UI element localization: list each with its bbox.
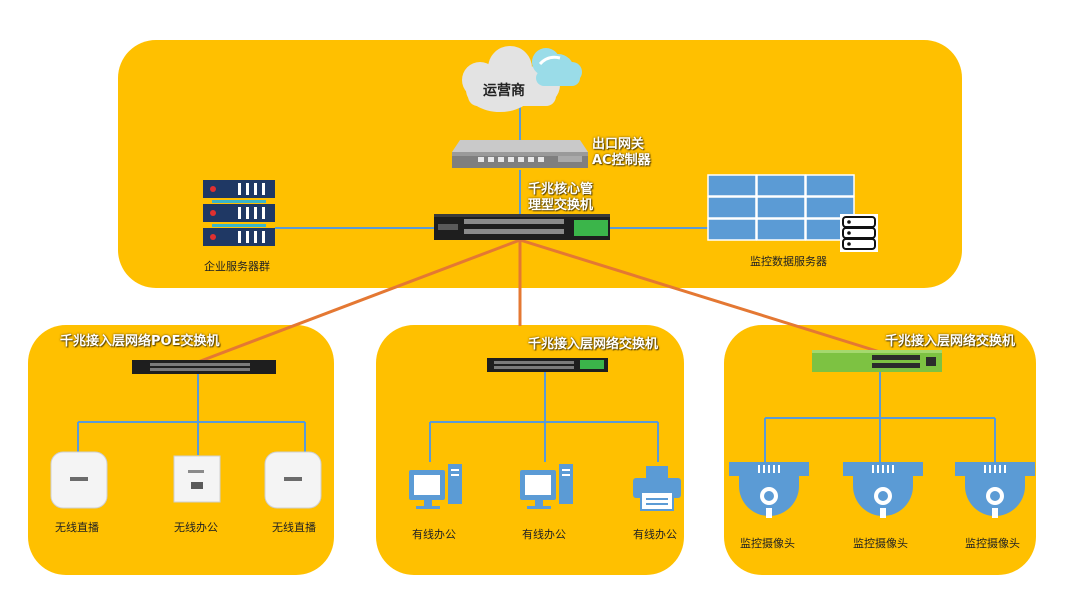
wireless-ap-icon	[50, 451, 108, 509]
monitor-server-icon	[840, 214, 878, 252]
dome-camera-icon	[843, 462, 923, 518]
wall-panel-ap-icon	[173, 455, 221, 503]
printer-icon	[633, 466, 681, 511]
desktop-computer-icon	[520, 464, 573, 509]
cloud-label: 运营商	[483, 83, 525, 99]
poe-switch-title: 千兆接入层网络POE交换机	[60, 334, 220, 349]
device-label: 监控摄像头	[965, 537, 1020, 550]
gateway-label-1: 出口网关	[592, 137, 645, 152]
device-label: 监控摄像头	[853, 537, 908, 550]
wireless-ap-icon	[264, 451, 322, 509]
servers-label: 企业服务器群	[204, 260, 270, 273]
uplink-lines	[197, 238, 881, 364]
video-wall-icon	[707, 174, 855, 241]
poe-switch-icon	[132, 360, 276, 374]
device-label: 无线直播	[55, 521, 99, 534]
device-label: 有线办公	[633, 528, 677, 541]
server-rack-icon	[203, 180, 275, 246]
gateway-label-2: AC控制器	[592, 153, 651, 168]
desktop-computer-icon	[409, 464, 462, 509]
dome-camera-icon	[729, 462, 809, 518]
core-switch-icon	[434, 214, 610, 240]
device-label: 无线办公	[174, 521, 218, 534]
device-label: 无线直播	[272, 521, 316, 534]
gateway-icon	[452, 140, 588, 168]
right-switch-title: 千兆接入层网络交换机	[885, 334, 1016, 349]
device-label: 有线办公	[522, 528, 566, 541]
core-switch-label-2: 理型交换机	[528, 198, 594, 213]
device-label: 有线办公	[412, 528, 456, 541]
cloud-icon	[462, 46, 582, 112]
monitor-server-label: 监控数据服务器	[750, 255, 827, 268]
dome-camera-icon	[955, 462, 1035, 518]
middle-switch-title: 千兆接入层网络交换机	[528, 337, 659, 352]
access-switch-icon-right	[812, 350, 942, 372]
access-switch-icon-middle	[487, 358, 608, 372]
device-label: 监控摄像头	[740, 537, 795, 550]
core-switch-label-1: 千兆核心管	[528, 182, 594, 197]
connection-lines	[77, 105, 996, 462]
